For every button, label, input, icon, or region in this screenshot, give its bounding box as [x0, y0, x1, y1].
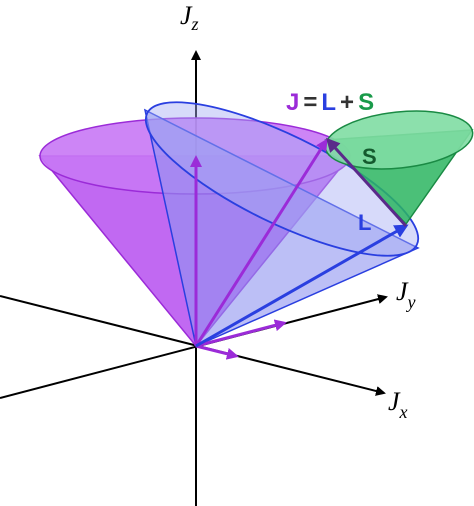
equation-label: J=L+S: [286, 89, 374, 116]
jz-axis-label: Jz: [180, 1, 199, 34]
j-vector: [194, 138, 328, 347]
s-vector-label: S: [362, 144, 377, 169]
jx-projection-vector: [195, 344, 239, 360]
jx-axis-label: Jx: [388, 387, 408, 422]
vectors-group: [190, 137, 409, 360]
s-vector: [325, 137, 408, 228]
l-vector-label: L: [358, 210, 371, 235]
jy-axis-label: Jy: [396, 277, 416, 312]
jy-projection-vector: [195, 319, 287, 348]
y-axis-line: [0, 294, 388, 399]
l-precession-cone: [143, 101, 420, 348]
l-vector: [195, 224, 409, 348]
x-axis-line: [0, 295, 386, 396]
